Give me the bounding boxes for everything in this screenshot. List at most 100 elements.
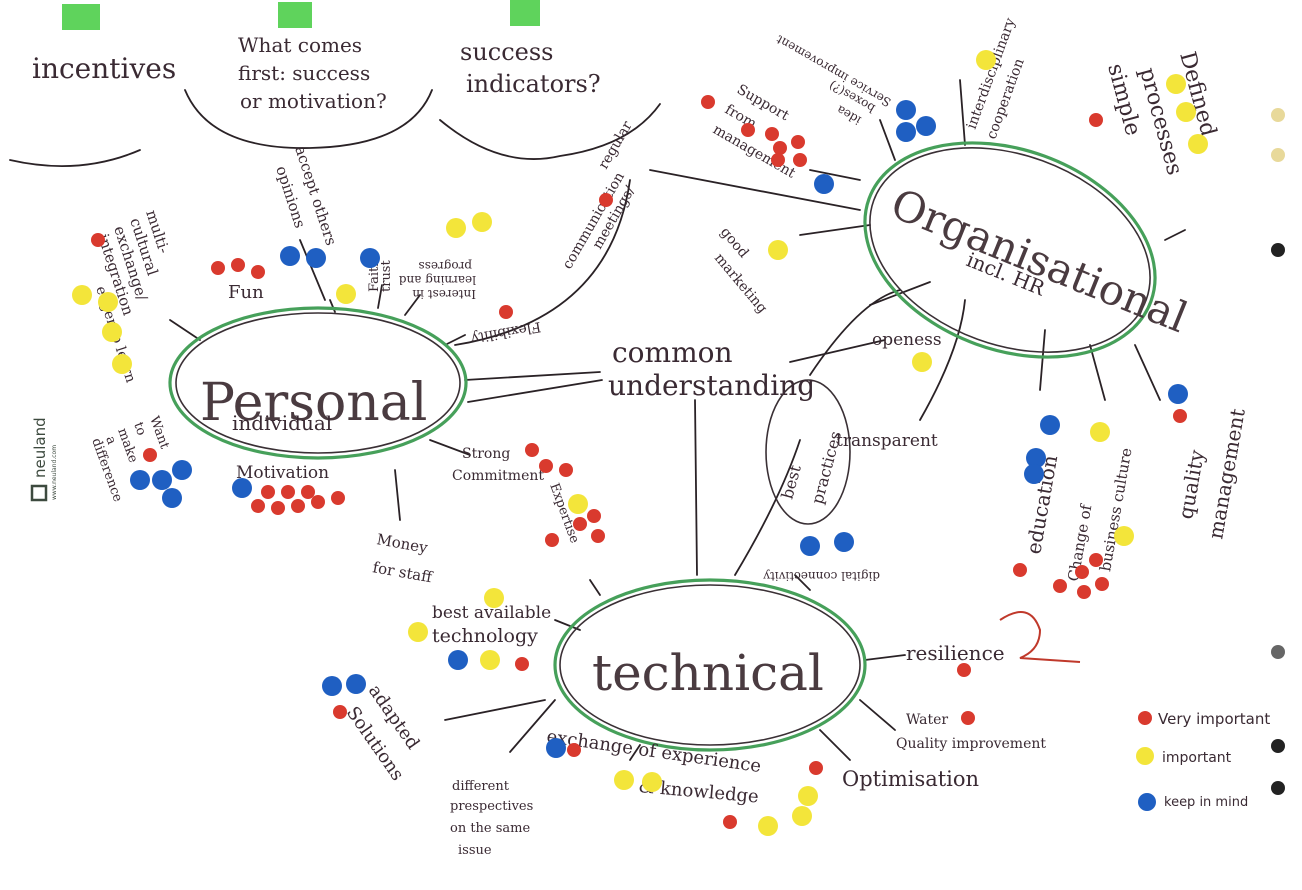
very-important-dot [525,443,539,457]
personal-subtitle: individual [232,411,332,435]
paper-hole [1271,781,1285,795]
what-first-line-3: or motivation? [240,89,387,113]
cluster-shapes [168,141,1157,752]
very-important-dot [741,123,755,137]
line-personal-common-2 [467,379,603,403]
common-line-2: understanding [608,369,815,402]
legend-keep-in-mind: keep in mind [1164,795,1248,810]
very-important-dot [251,265,265,279]
line-water [859,699,896,731]
line-change-org [1089,344,1106,401]
very-important-dot [545,533,559,547]
important-dot [758,816,778,836]
line-different [509,699,556,753]
keep-in-mind-dot [896,100,916,120]
important-dot [72,285,92,305]
label-flexibility: Flexibility [470,318,543,346]
very-important-dot [723,815,737,829]
very-important-dot [1053,579,1067,593]
very-important-dot [1173,409,1187,423]
legend-blue-dot [1138,793,1156,811]
important-dot [336,284,356,304]
keep-in-mind-dot [448,650,468,670]
sticky-note-incentives [62,4,100,30]
arc-what-first [184,89,433,149]
keep-in-mind-dot [834,532,854,552]
legend-red-dot [1138,711,1152,725]
label-change-2: business culture [1096,446,1135,572]
label-interest-2: learning and [398,273,476,287]
important-dot [792,806,812,826]
incentives-text: incentives [32,52,176,85]
very-important-dot [261,485,275,499]
label-quality-2: management [1203,407,1250,541]
legend-important: important [1162,750,1232,766]
keep-in-mind-dot [814,174,834,194]
common-line-1: common [612,336,733,369]
line-regular-org [649,169,861,211]
keep-in-mind-dot [1026,448,1046,468]
line-accept [299,239,326,301]
very-important-dot [809,761,823,775]
very-important-dot [765,127,779,141]
very-important-dot [587,509,601,523]
very-important-dot [211,261,225,275]
neuland-logo: neuland www.neuland.com [30,417,58,502]
very-important-dot [251,499,265,513]
very-important-dot [311,495,325,509]
keep-in-mind-dot [546,738,566,758]
sticky-note-success [510,0,540,26]
technical-ellipse-ink [559,584,861,746]
important-dot [480,650,500,670]
label-want-2: to [130,420,149,438]
line-exchange [629,744,641,761]
line-personal-common [464,371,601,381]
line-expertise [589,579,601,596]
keep-in-mind-dot [800,536,820,556]
line-marketing-org [799,224,871,236]
what-first-line-1: What comes [238,33,362,57]
line-adapted [444,699,546,721]
label-digital: digital connectivity [763,569,880,583]
very-important-dot [515,657,529,671]
label-water-1: Water [906,712,948,728]
keep-in-mind-dot [322,676,342,696]
keep-in-mind-dot [172,460,192,480]
very-important-dot [793,153,807,167]
dots-layer [72,50,1208,836]
very-important-dot [1095,577,1109,591]
very-important-dot [539,459,553,473]
line-resilience [864,654,906,661]
top-notes: incentives What comes first: success or … [9,0,661,167]
label-different-3: on the same [450,821,531,836]
label-water-2: Quality improvement [896,736,1046,752]
line-multi [169,319,201,341]
very-important-dot [573,517,587,531]
line-education-org [1039,329,1046,391]
label-openess: openess [872,330,942,350]
label-strong-1: Strong [462,446,510,462]
label-transparent: transparent [836,431,938,451]
label-service: Service improvement [774,32,894,109]
very-important-dot [599,193,613,207]
label-different-1: different [452,779,510,794]
success-line-2: indicators? [466,70,601,98]
label-different-2: prespectives [450,799,533,814]
keep-in-mind-dot [1168,384,1188,404]
label-quality-1: quality [1173,447,1209,521]
label-want-1: Want [146,414,172,451]
label-good-2: marketing [711,250,770,316]
label-fun: Fun [228,282,264,303]
line-best-technical [734,439,801,576]
line-idea-org [879,119,896,161]
very-important-dot [1089,553,1103,567]
connections [169,79,1186,761]
label-optimisation: Optimisation [842,767,979,791]
what-first-line-2: first: success [238,61,370,85]
legend-very-important: Very important [1158,710,1270,728]
label-interest-3: progress [419,259,472,273]
important-dot [408,622,428,642]
very-important-dot [333,705,347,719]
label-resilience: resilience [906,641,1005,665]
label-different-4: issue [458,843,492,858]
